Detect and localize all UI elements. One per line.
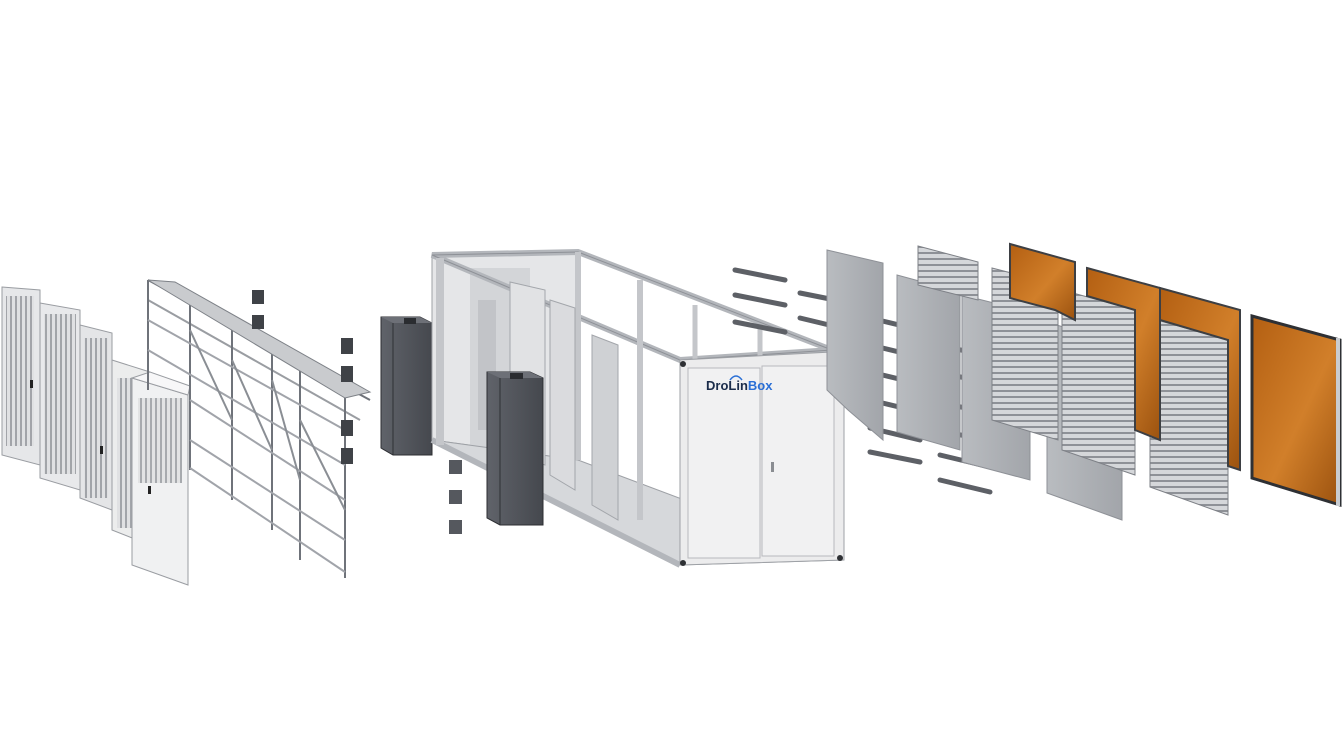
brand-part-1: Dro <box>706 378 728 393</box>
svg-text:DroLinBox: DroLinBox <box>706 378 773 393</box>
shelving-rack <box>147 279 371 578</box>
floating-brackets-left <box>252 290 353 464</box>
server-module-group <box>1 286 191 586</box>
electrical-cabinet-front <box>486 371 544 526</box>
drolinbox-logo: DroLinBox <box>706 375 773 393</box>
electrical-cabinet-back <box>380 316 433 456</box>
brand-part-3: Box <box>748 378 773 393</box>
rack-top-shelf <box>147 279 372 399</box>
cooling-pads <box>1009 242 1342 508</box>
brand-part-2: Lin <box>728 378 748 393</box>
